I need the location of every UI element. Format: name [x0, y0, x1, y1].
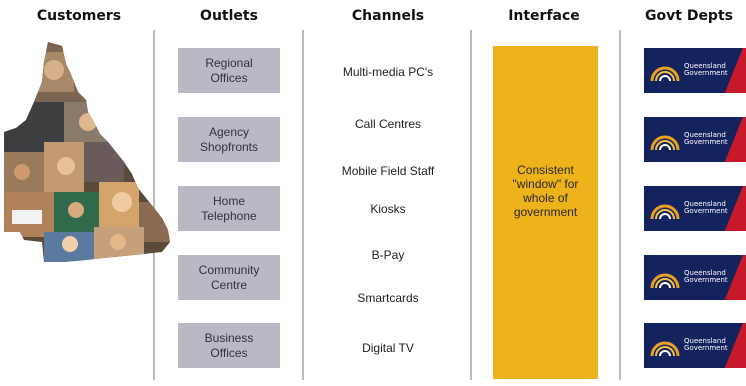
govt-logo-text: Queensland Government [684, 62, 728, 77]
divider-3 [470, 30, 472, 380]
queensland-crest-icon [650, 341, 680, 357]
channel-mobile-field-staff: Mobile Field Staff [341, 164, 435, 178]
channel-digital-tv: Digital TV [362, 341, 414, 355]
outlet-home-telephone: Home Telephone [178, 186, 280, 231]
header-outlets: Outlets [200, 8, 258, 24]
govt-logo: Queensland Government [644, 255, 746, 300]
outlet-regional-offices: Regional Offices [178, 48, 280, 93]
header-interface: Interface [508, 8, 580, 24]
divider-2 [302, 30, 304, 380]
header-govt-depts: Govt Depts [645, 8, 733, 24]
divider-4 [619, 30, 621, 380]
govt-logo: Queensland Government [644, 323, 746, 368]
channel-smartcards: Smartcards [357, 291, 419, 305]
govt-logo: Queensland Government [644, 48, 746, 93]
govt-logo-text: Queensland Government [684, 269, 728, 284]
queensland-crest-icon [650, 204, 680, 220]
interface-text: Consistent "window" for whole of governm… [512, 163, 579, 219]
govt-logo-text: Queensland Government [684, 131, 728, 146]
interface-box: Consistent "window" for whole of governm… [493, 46, 598, 379]
channel-kiosks: Kiosks [370, 202, 406, 216]
header-customers: Customers [36, 8, 122, 24]
channel-b-pay: B-Pay [371, 248, 405, 262]
divider-1 [153, 30, 155, 380]
channel-multimedia-pcs: Multi-media PC's [342, 65, 434, 79]
queensland-crest-icon [650, 66, 680, 82]
channel-call-centres: Call Centres [354, 117, 422, 131]
queensland-crest-icon [650, 135, 680, 151]
outlet-agency-shopfronts: Agency Shopfronts [178, 117, 280, 162]
queensland-photo-map-image [4, 42, 170, 262]
govt-logo-text: Queensland Government [684, 337, 728, 352]
outlet-community-centre: Community Centre [178, 255, 280, 300]
header-channels: Channels [351, 8, 425, 24]
govt-logo-text: Queensland Government [684, 200, 728, 215]
queensland-crest-icon [650, 273, 680, 289]
outlet-business-offices: Business Offices [178, 323, 280, 368]
govt-logo: Queensland Government [644, 186, 746, 231]
govt-logo: Queensland Government [644, 117, 746, 162]
